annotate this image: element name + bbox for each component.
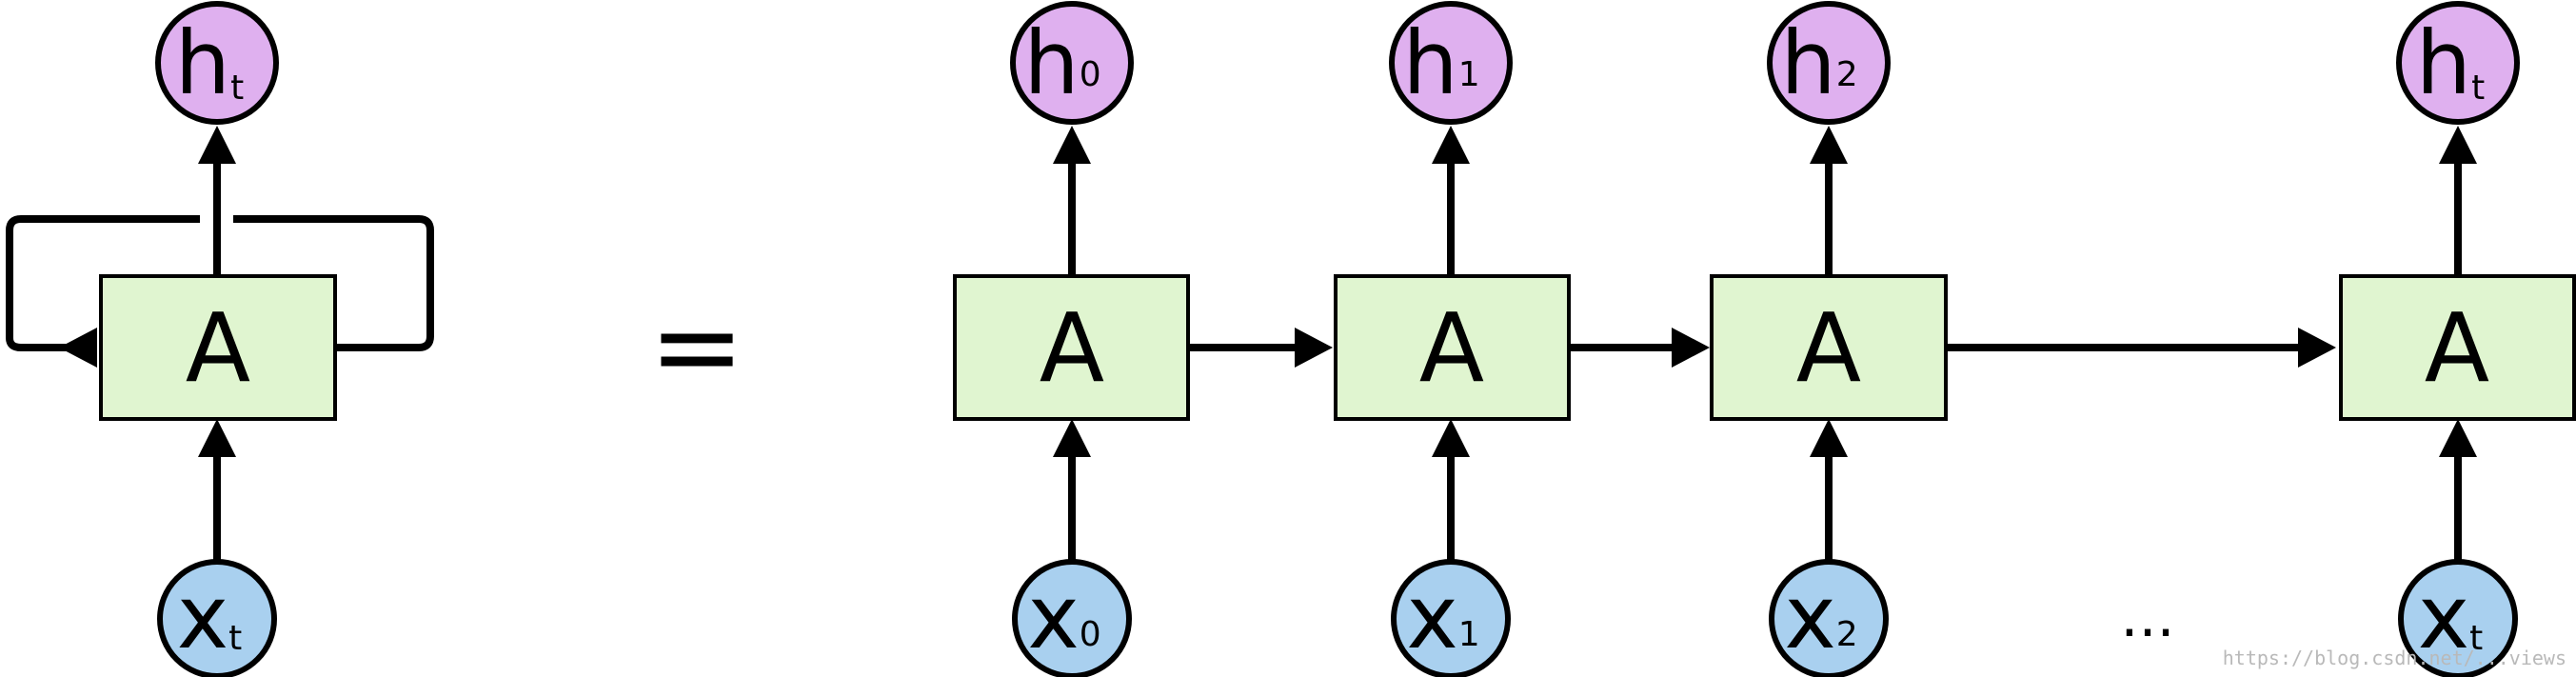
output-arrowhead	[1053, 126, 1091, 164]
unrolled-rnn: A h0 x0 A h1 x1	[953, 1, 2576, 677]
cell-label: A	[2425, 292, 2489, 404]
folded-rnn: A ht xt	[6, 1, 434, 677]
input-label: x1	[1406, 567, 1479, 668]
hidden-state-node	[155, 1, 279, 125]
input-label: x0	[1027, 567, 1100, 668]
output-arrowhead	[1810, 126, 1848, 164]
timestep-0: A h0 x0	[953, 1, 1190, 677]
input-arrowhead	[1432, 419, 1470, 457]
rnn-cell	[1710, 274, 1948, 421]
hidden-state-node	[2396, 1, 2520, 125]
timestep-2: A h2 x2	[1710, 1, 1948, 677]
hidden-state-label: h1	[1402, 12, 1479, 114]
timestep-1: A h1 x1	[1334, 1, 1571, 677]
hidden-state-node	[1389, 1, 1513, 125]
cell-label: A	[1040, 292, 1104, 404]
cell-label: A	[1419, 292, 1484, 404]
input-label: xt	[177, 567, 243, 668]
equals-sign: =	[649, 281, 745, 413]
timestep-t: A ht xt	[2339, 1, 2576, 677]
cell-label: A	[186, 292, 250, 404]
hidden-state-label: h0	[1023, 12, 1100, 114]
rnn-cell	[1334, 274, 1571, 421]
input-label: xt	[2418, 567, 2484, 668]
input-arrowhead	[198, 419, 236, 457]
ellipsis: ...	[2120, 584, 2174, 650]
input-node	[1391, 559, 1511, 677]
rnn-cell-folded	[99, 274, 337, 421]
output-arrowhead	[198, 126, 236, 164]
hidden-state-node	[1010, 1, 1134, 125]
horizontal-arrowhead	[2298, 328, 2336, 368]
recurrent-loop	[6, 215, 200, 351]
input-arrowhead	[2439, 419, 2477, 457]
hidden-state-label: h2	[1780, 12, 1857, 114]
input-node	[2398, 559, 2518, 677]
cell-label: A	[1796, 292, 1861, 404]
input-arrowhead	[1810, 419, 1848, 457]
input-node	[1012, 559, 1132, 677]
hidden-state-label: ht	[175, 12, 244, 114]
output-arrowhead	[2439, 126, 2477, 164]
watermark: https://blog.csdn.net/...views	[2222, 647, 2566, 669]
input-label: x2	[1784, 567, 1857, 668]
loop-arrowhead	[59, 328, 97, 368]
output-arrowhead	[1432, 126, 1470, 164]
horizontal-arrowhead	[1295, 328, 1333, 368]
input-node	[1769, 559, 1889, 677]
rnn-cell	[2339, 274, 2576, 421]
horizontal-arrowhead	[1672, 328, 1710, 368]
recurrent-loop-right	[233, 215, 434, 351]
hidden-state-node	[1767, 1, 1891, 125]
input-arrowhead	[1053, 419, 1091, 457]
input-node	[157, 559, 277, 677]
hidden-state-label: ht	[2416, 12, 2485, 114]
rnn-cell	[953, 274, 1190, 421]
